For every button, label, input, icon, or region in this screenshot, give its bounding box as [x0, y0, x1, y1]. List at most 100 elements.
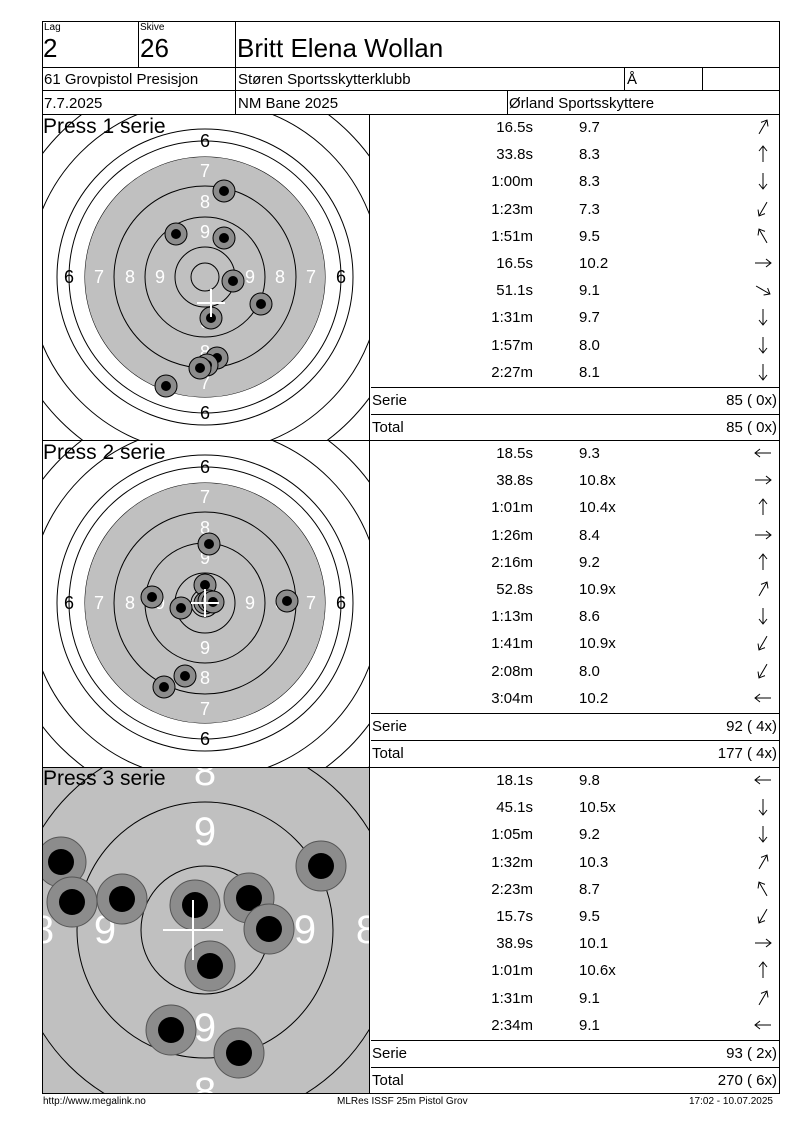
ring-label-8: 8	[125, 267, 135, 287]
ring-label-9: 9	[200, 222, 210, 242]
total-label: Total	[372, 1072, 404, 1089]
shot-hole-center	[147, 592, 157, 602]
direction-arrow-icon	[757, 201, 768, 217]
ring-label-7: 7	[94, 267, 104, 287]
ring-label-8: 8	[275, 267, 285, 287]
shot-time: 1:32m	[491, 853, 533, 871]
ring-label-7: 7	[200, 161, 210, 181]
shot-time: 33.8s	[496, 146, 533, 164]
shot-hole-center	[159, 682, 169, 692]
shot-time: 1:31m	[491, 309, 533, 327]
ring-label-6: 6	[336, 593, 346, 613]
direction-arrow-icon	[758, 552, 768, 570]
direction-arrow-icon	[755, 938, 772, 948]
shot-time: 1:51m	[491, 227, 533, 245]
target-press-2-svg: 6666777788889999	[43, 441, 369, 767]
event-name: NM Bane 2025	[238, 95, 339, 112]
skive-value: 26	[140, 33, 169, 63]
shot-hole-center	[219, 233, 229, 243]
direction-arrow-icon	[758, 119, 769, 135]
ring-label-6: 6	[64, 593, 74, 613]
shot-hole-center	[282, 596, 292, 606]
target-press-1-svg: 6666777788889999	[43, 115, 369, 440]
shot-time: 45.1s	[496, 799, 533, 817]
shot-time: 1:05m	[491, 826, 533, 844]
direction-arrow-icon	[758, 309, 768, 327]
x-ring	[190, 262, 220, 292]
shot-score: 8.3	[579, 173, 600, 191]
ring-label-8: 8	[200, 192, 210, 212]
shot-hole-center	[236, 885, 262, 911]
serie-value: 85 ( 0x)	[726, 392, 777, 409]
direction-arrow-icon	[757, 228, 768, 243]
ring-label-6: 6	[336, 267, 346, 287]
ring-label-8: 8	[125, 593, 135, 613]
ring-label-8: 8	[356, 908, 369, 952]
direction-arrow-icon	[757, 881, 768, 896]
shot-score: 9.5	[579, 227, 600, 245]
shot-score: 8.7	[579, 880, 600, 898]
shot-hole-center	[158, 1017, 184, 1043]
shot-hole-center	[219, 186, 229, 196]
shot-time: 2:16m	[491, 553, 533, 571]
direction-arrow-icon	[758, 608, 768, 625]
shot-hole-center	[206, 313, 216, 323]
shot-hole-center	[226, 1040, 252, 1066]
outer-ring	[56, 128, 354, 426]
direction-arrow-icon	[757, 636, 768, 652]
shot-row: 1:05m 9.2	[371, 822, 779, 849]
shot-score: 10.6x	[579, 962, 616, 980]
ring-label-8: 8	[200, 342, 210, 362]
ring-label-7: 7	[306, 593, 316, 613]
shot-score: 7.3	[579, 200, 600, 218]
ring-label-7: 7	[200, 373, 210, 393]
shot-score: 8.4	[579, 526, 600, 544]
shot-score: 9.2	[579, 553, 600, 571]
shot-hole-center	[59, 889, 85, 915]
shooter-name: Britt Elena Wollan	[237, 33, 444, 63]
shot-score: 9.1	[579, 282, 600, 300]
outer-ring	[56, 454, 354, 752]
direction-arrow-icon	[758, 173, 768, 191]
target-press-1: 6666777788889999	[43, 115, 369, 440]
direction-arrow-icon	[755, 285, 771, 296]
direction-arrow-icon	[758, 961, 768, 979]
shot-hole-center	[256, 299, 266, 309]
event-date: 7.7.2025	[44, 95, 103, 112]
ring-label-6: 6	[200, 131, 210, 151]
total-label: Total	[372, 419, 404, 436]
shot-time: 2:08m	[491, 662, 533, 680]
shot-score: 9.2	[579, 826, 600, 844]
shot-hole-center	[182, 892, 208, 918]
shot-time: 2:27m	[491, 363, 533, 381]
lag-value: 2	[43, 33, 58, 63]
direction-arrow-icon	[758, 336, 768, 354]
direction-arrow-icon	[758, 826, 768, 844]
shot-score: 10.2	[579, 689, 609, 707]
shot-row: 2:16m 9.2	[371, 550, 779, 577]
inner-ring	[76, 801, 334, 1059]
target-press-3-svg: 99998888	[43, 768, 369, 1093]
footer-url: http://www.megalink.no	[43, 1096, 146, 1107]
direction-arrow-icon	[754, 1020, 771, 1030]
shot-time: 1:13m	[491, 608, 533, 626]
